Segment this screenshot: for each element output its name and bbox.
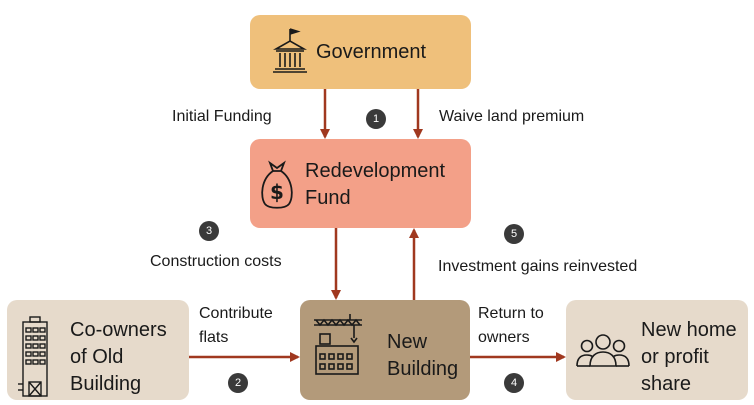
edge-label-contribute-line2: flats	[199, 329, 229, 346]
redevelopment-fund-node: $ Redevelopment Fund	[250, 139, 471, 228]
step-badge-5: 5	[504, 224, 524, 244]
step-badge-3: 3	[199, 221, 219, 241]
step-badge-1: 1	[366, 109, 386, 129]
edge-label-waive-land-premium: Waive land premium	[439, 108, 585, 125]
co-owners-label-line3: Building	[70, 373, 142, 395]
new-building-label-line1: New	[387, 331, 428, 353]
edge-label-investment-gains: Investment gains reinvested	[438, 258, 638, 275]
co-owners-label-line2: of Old	[70, 346, 124, 368]
new-home-label-line2: or profit	[641, 346, 709, 368]
edge-label-return-line1: Return to	[478, 305, 544, 322]
co-owners-node: Co-owners of Old Building	[7, 300, 189, 400]
svg-text:$: $	[270, 180, 284, 204]
old-building-icon	[17, 314, 53, 405]
new-home-node: New home or profit share	[566, 300, 748, 400]
step-badge-4: 4	[504, 373, 524, 393]
edge-label-return-line2: owners	[478, 329, 530, 346]
fund-label-line2: Fund	[305, 187, 351, 209]
new-building-label-line2: Building	[387, 358, 459, 380]
edge-label-contribute-line1: Contribute	[199, 305, 273, 322]
government-node: Government	[250, 15, 471, 89]
construction-crane-icon	[310, 312, 366, 383]
people-group-icon	[576, 330, 630, 379]
flow-arrows	[189, 89, 566, 362]
new-home-label-line3: share	[641, 373, 692, 395]
step-badge-2: 2	[228, 373, 248, 393]
fund-label-line1: Redevelopment	[305, 160, 446, 182]
new-building-node: New Building	[300, 300, 470, 400]
government-label: Government	[316, 41, 427, 63]
edge-label-construction-costs: Construction costs	[150, 253, 282, 270]
edge-label-initial-funding: Initial Funding	[172, 108, 272, 125]
co-owners-label-line1: Co-owners	[70, 319, 167, 341]
money-bag-icon: $	[257, 159, 297, 216]
government-building-icon	[272, 27, 308, 80]
new-home-label-line1: New home	[641, 319, 737, 341]
